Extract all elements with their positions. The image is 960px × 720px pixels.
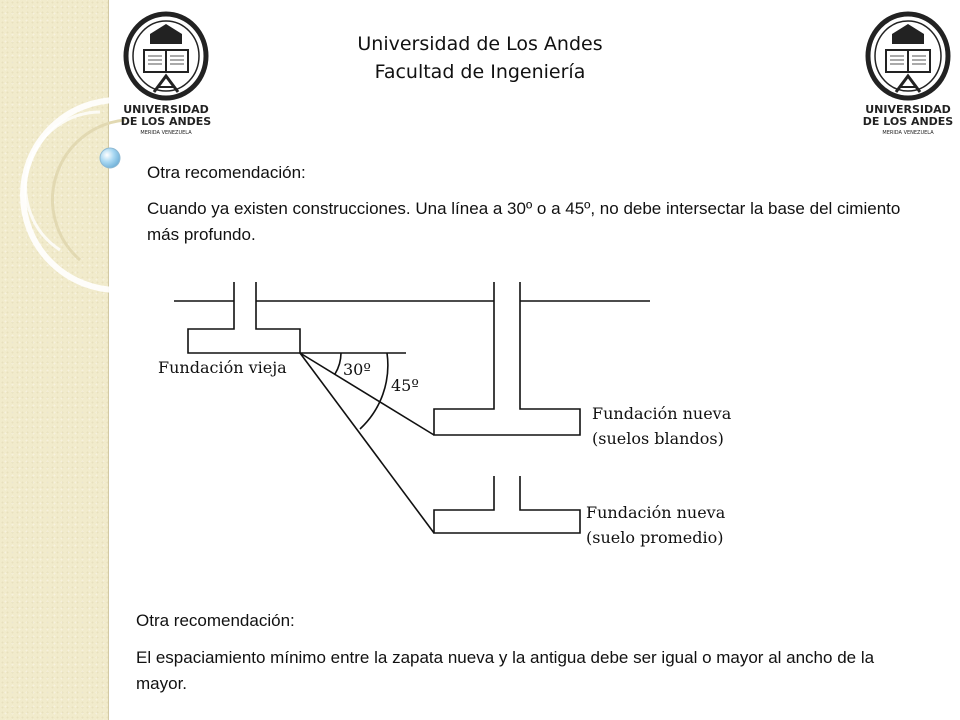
old-foundation-label: Fundación vieja <box>158 358 287 377</box>
new-soft-label-2: (suelos blandos) <box>592 429 724 448</box>
university-logo-left: UNIVERSIDAD DE LOS ANDES MERIDA VENEZUEL… <box>121 11 212 136</box>
new-foundation-soft-soil <box>433 282 581 436</box>
accent-dot <box>99 147 121 169</box>
new-average-label-2: (suelo promedio) <box>586 528 723 547</box>
angle-30-label: 30º <box>343 360 371 379</box>
line-45-degree <box>299 352 435 534</box>
section1-body: Cuando ya existen construcciones. Una lí… <box>147 199 901 244</box>
arc-30-degree <box>334 352 342 375</box>
arc-45-degree <box>359 352 389 430</box>
side-decoration-band <box>0 0 108 720</box>
old-foundation <box>187 282 301 354</box>
new-average-label-1: Fundación nueva <box>586 503 726 522</box>
university-title: Universidad de Los Andes <box>357 33 603 55</box>
section1-heading: Otra recomendación: <box>147 163 306 182</box>
university-logo-right: UNIVERSIDAD DE LOS ANDES MERIDA VENEZUEL… <box>863 11 954 136</box>
logo-line1: UNIVERSIDAD <box>123 103 209 116</box>
new-foundation-average-soil <box>433 476 581 534</box>
logo-line2: DE LOS ANDES <box>863 115 954 128</box>
logo-line1: UNIVERSIDAD <box>865 103 951 116</box>
decorative-arcs <box>20 97 126 293</box>
faculty-title: Facultad de Ingeniería <box>374 61 586 83</box>
section2-body: El espaciamiento mínimo entre la zapata … <box>136 648 875 693</box>
foundation-diagram: Fundación vieja 30º 45º Fundación nueva … <box>158 282 732 547</box>
section2-heading: Otra recomendación: <box>136 611 295 630</box>
new-soft-label-1: Fundación nueva <box>592 404 732 423</box>
line-30-degree <box>299 352 435 436</box>
side-decoration-divider <box>108 0 109 720</box>
angle-45-label: 45º <box>391 376 419 395</box>
logo-line2: DE LOS ANDES <box>121 115 212 128</box>
logo-line3: MERIDA VENEZUELA <box>140 130 192 136</box>
logo-line3: MERIDA VENEZUELA <box>882 130 934 136</box>
